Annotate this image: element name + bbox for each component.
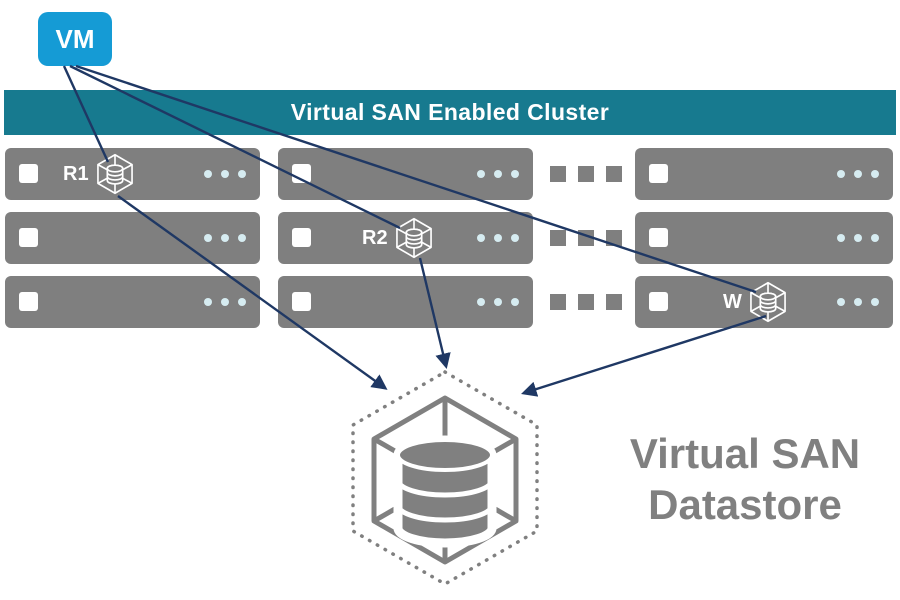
host-indicator-square [19,292,38,311]
datastore-dotted-hexagon [351,369,539,587]
vsan-object-cube-icon [750,281,786,323]
vsan-object-cube-icon [96,153,133,195]
host-indicator-square [649,164,668,183]
witness-label: W [723,290,742,313]
ellipsis-dots-icon [477,298,519,306]
ellipsis-dots-icon [837,234,879,242]
ellipsis-dots-icon [477,170,519,178]
host-indicator-square [292,164,311,183]
ellipsis-dots-icon [837,170,879,178]
database-cylinder-icon [393,435,497,548]
ellipsis-dots-icon [204,170,246,178]
host-bar-r3c2 [278,276,533,328]
more-hosts-ellipsis-icon [550,294,622,310]
host-bar-r2c1 [5,212,260,264]
more-hosts-ellipsis-icon [550,166,622,182]
ellipsis-dots-icon [204,298,246,306]
replica-label: R2 [362,226,388,249]
host-object-group: W [723,276,790,328]
host-object-group: R1 [63,148,137,200]
ellipsis-dots-icon [837,298,879,306]
host-indicator-square [292,228,311,247]
host-bar-r2c2: R2 [278,212,533,264]
host-indicator-square [649,228,668,247]
more-hosts-ellipsis-icon [550,230,622,246]
datastore-cube-wireframe [371,395,519,565]
host-bar-r1c3 [635,148,893,200]
host-object-group: R2 [362,212,436,264]
host-indicator-square [19,164,38,183]
host-bar-r1c2 [278,148,533,200]
replica-label: R1 [63,162,89,185]
host-bar-r2c3 [635,212,893,264]
vm-badge: VM [38,12,112,66]
host-indicator-square [19,228,38,247]
datastore-title-line2: Datastore [648,481,842,529]
datastore-cube-database-icon [351,369,539,587]
ellipsis-dots-icon [477,234,519,242]
host-bar-r3c3: W [635,276,893,328]
datastore-title: Virtual SAN Datastore [605,428,885,530]
host-bar-r3c1 [5,276,260,328]
cluster-banner: Virtual SAN Enabled Cluster [4,90,896,135]
cluster-banner-title: Virtual SAN Enabled Cluster [290,99,610,125]
host-indicator-square [292,292,311,311]
vm-label: VM [55,23,95,54]
host-bar-r1c1: R1 [5,148,260,200]
host-indicator-square [649,292,668,311]
vsan-object-cube-icon [395,217,432,259]
ellipsis-dots-icon [204,234,246,242]
datastore-title-line1: Virtual SAN [629,430,861,477]
